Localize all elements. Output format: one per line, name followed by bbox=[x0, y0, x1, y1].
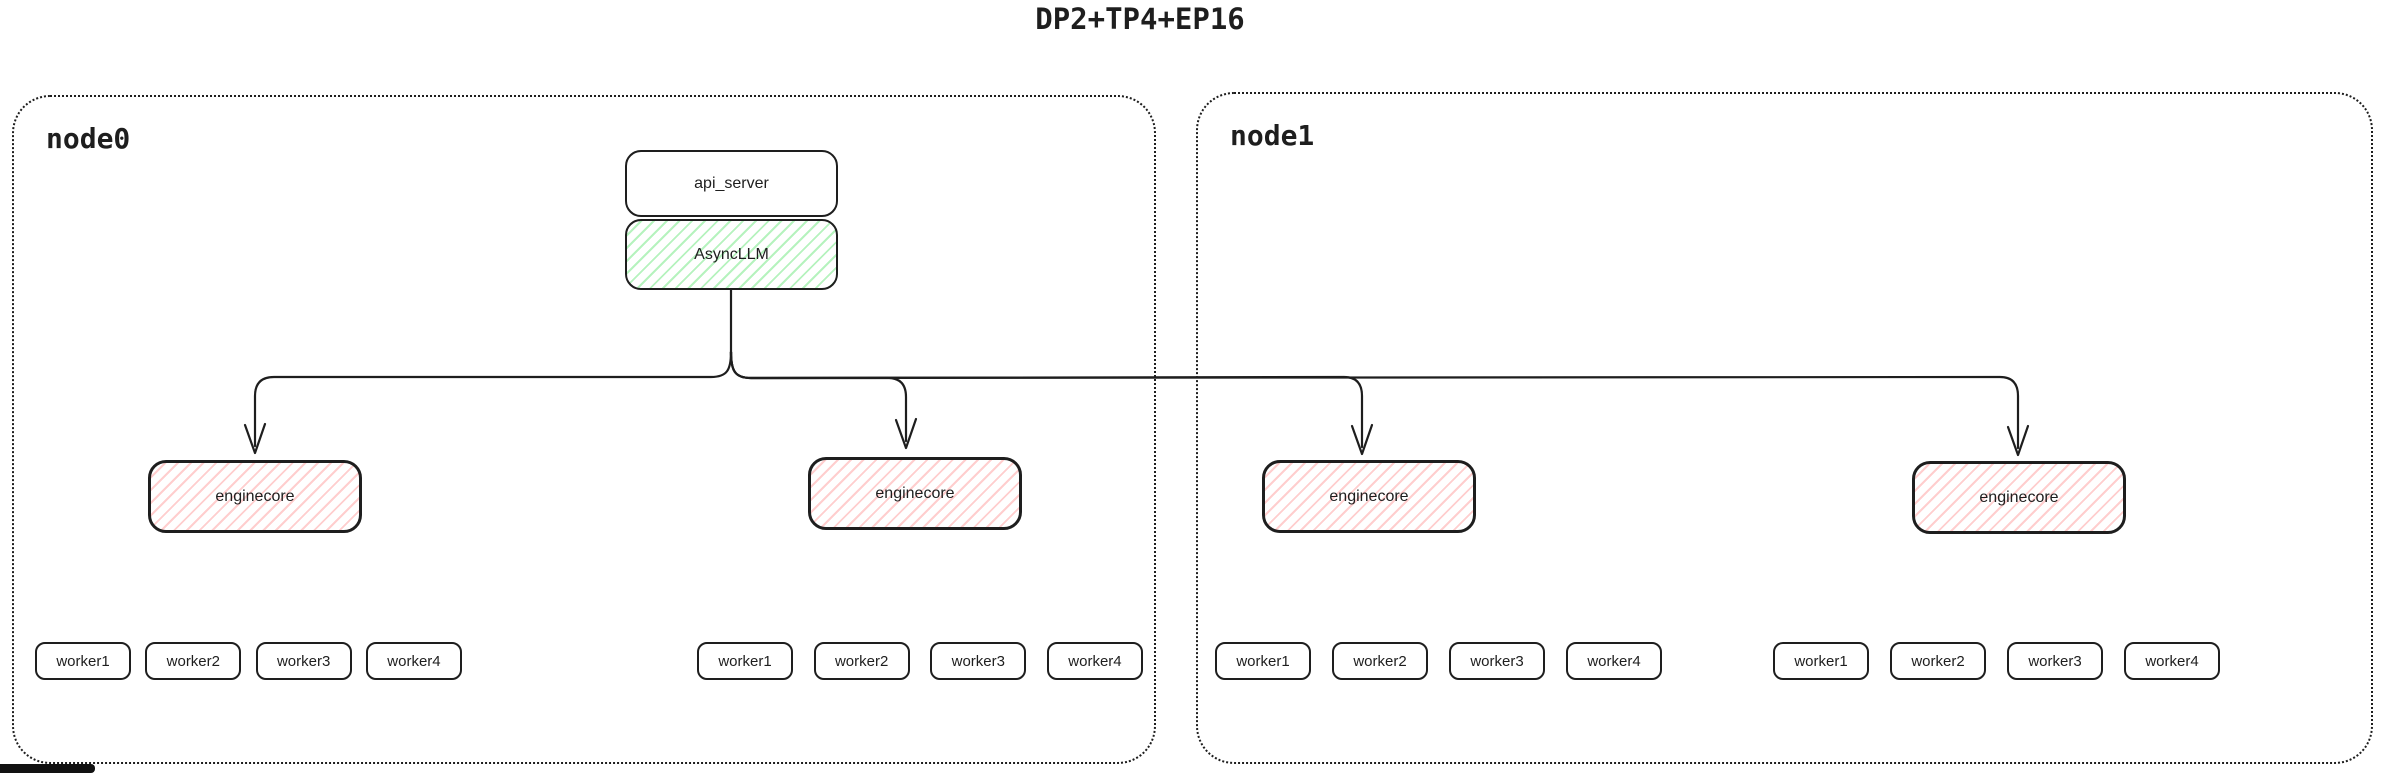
worker-label: worker1 bbox=[1794, 652, 1848, 670]
worker-label: worker1 bbox=[718, 652, 772, 670]
worker-box: worker3 bbox=[1449, 642, 1545, 680]
diagram-title: DP2+TP4+EP16 bbox=[1035, 2, 1245, 36]
worker-label: worker2 bbox=[1353, 652, 1407, 670]
node1-label: node1 bbox=[1230, 119, 1315, 152]
worker-group-node0-2: worker1 worker2 worker3 worker4 bbox=[697, 642, 1143, 680]
worker-box: worker4 bbox=[365, 642, 462, 680]
enginecore-label: enginecore bbox=[1979, 488, 2059, 506]
worker-label: worker1 bbox=[56, 652, 110, 670]
worker-label: worker2 bbox=[834, 652, 889, 670]
worker-box: worker2 bbox=[145, 642, 242, 680]
enginecore-label: enginecore bbox=[875, 484, 955, 502]
worker-group-node1-2: worker1 worker2 worker3 worker4 bbox=[1773, 642, 2220, 680]
worker-label: worker4 bbox=[1587, 652, 1641, 670]
worker-box: worker2 bbox=[1332, 642, 1428, 680]
enginecore-box-node0-2: enginecore bbox=[808, 457, 1022, 530]
worker-box: worker1 bbox=[35, 642, 131, 680]
enginecore-label: enginecore bbox=[215, 487, 295, 505]
worker-group-node1-1: worker1 worker2 worker3 worker4 bbox=[1215, 642, 1662, 680]
worker-label: worker3 bbox=[951, 652, 1005, 670]
enginecore-box-node0-1: enginecore bbox=[148, 460, 362, 533]
worker-group-node0-1: worker1 worker2 worker3 worker4 bbox=[35, 642, 462, 680]
worker-box: worker2 bbox=[813, 642, 910, 680]
enginecore-label: enginecore bbox=[1329, 487, 1409, 505]
enginecore-box-node1-1: enginecore bbox=[1262, 460, 1476, 533]
worker-label: worker2 bbox=[1911, 652, 1965, 670]
worker-label: worker3 bbox=[1470, 652, 1524, 670]
worker-box: worker4 bbox=[1046, 642, 1143, 680]
worker-box: worker1 bbox=[1215, 642, 1311, 680]
worker-box: worker4 bbox=[2124, 642, 2220, 680]
worker-label: worker1 bbox=[1236, 652, 1290, 670]
api-server-label: api_server bbox=[694, 174, 769, 192]
worker-box: worker3 bbox=[2007, 642, 2103, 680]
async-llm-label: AsyncLLM bbox=[694, 245, 769, 263]
enginecore-box-node1-2: enginecore bbox=[1912, 461, 2126, 534]
worker-box: worker4 bbox=[1566, 642, 1662, 680]
worker-box: worker3 bbox=[930, 642, 1027, 680]
api-server-box: api_server bbox=[625, 150, 838, 217]
worker-label: worker3 bbox=[276, 652, 331, 670]
worker-label: worker4 bbox=[1068, 652, 1122, 670]
node0-label: node0 bbox=[46, 122, 131, 155]
worker-label: worker3 bbox=[2028, 652, 2082, 670]
worker-label: worker4 bbox=[2145, 652, 2199, 670]
worker-label: worker4 bbox=[387, 652, 441, 670]
worker-label: worker2 bbox=[166, 652, 220, 670]
worker-box: worker1 bbox=[697, 642, 793, 680]
async-llm-box: AsyncLLM bbox=[625, 219, 838, 290]
worker-box: worker3 bbox=[255, 642, 352, 680]
bottom-edge-artifact bbox=[0, 764, 95, 773]
worker-box: worker2 bbox=[1890, 642, 1986, 680]
worker-box: worker1 bbox=[1773, 642, 1869, 680]
